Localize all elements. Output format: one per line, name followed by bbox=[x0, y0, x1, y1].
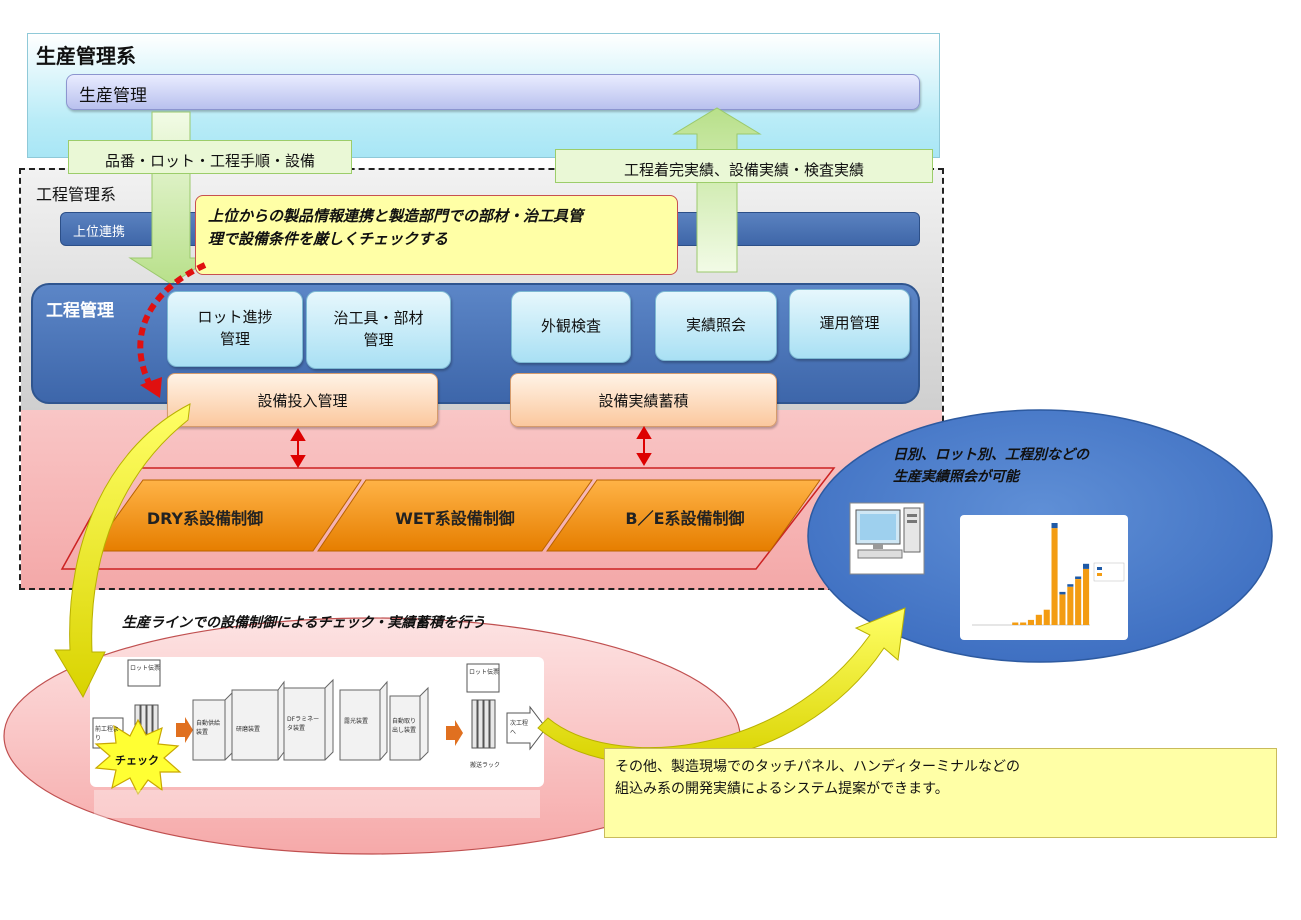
chart-bar bbox=[1075, 579, 1082, 625]
machine-label-1: 研磨装置 bbox=[236, 726, 261, 733]
module-operation-management: 運用管理 bbox=[789, 289, 910, 359]
process-management-title: 工程管理 bbox=[46, 301, 114, 321]
rack-label: 搬送ラック bbox=[470, 762, 501, 769]
flow-label-down: 品番・ロット・工程手順・設備 bbox=[68, 140, 352, 174]
chart-bar bbox=[1051, 523, 1058, 529]
yellow-arrow-up bbox=[537, 607, 906, 766]
chart-bar bbox=[1051, 528, 1058, 625]
dotted-check-arrow bbox=[137, 262, 207, 387]
check-label: チェック bbox=[115, 754, 159, 767]
lot-slip-left bbox=[127, 659, 161, 687]
yellow-arrow-down bbox=[54, 403, 191, 699]
feed-arrow-right bbox=[446, 720, 463, 746]
chart-bar bbox=[1035, 614, 1042, 625]
machine-label-0: 自動供給装置 bbox=[196, 720, 221, 736]
module-visual-inspection: 外観検査 bbox=[511, 291, 631, 363]
check-star bbox=[94, 718, 182, 796]
chart-bar bbox=[1059, 591, 1066, 595]
up-arrow bbox=[672, 107, 762, 273]
sub-equipment-input: 設備投入管理 bbox=[167, 373, 438, 427]
process-system-title: 工程管理系 bbox=[36, 185, 117, 204]
chart-bar bbox=[1083, 563, 1090, 569]
dry-control-label: DRY系設備制御 bbox=[146, 509, 264, 528]
flow-label-up: 工程着完実績、設備実績・検査実績 bbox=[555, 149, 933, 183]
prev-process-label: 前工程より bbox=[95, 726, 120, 742]
chart-bar bbox=[1043, 609, 1050, 625]
machine-label-4: 自動取り出し装置 bbox=[392, 718, 417, 734]
chart-bar bbox=[1067, 586, 1074, 626]
sub-equipment-results: 設備実績蓄積 bbox=[510, 373, 777, 427]
note-box: その他、製造現場でのタッチパネル、ハンディターミナルなどの 組込み系の開発実績に… bbox=[604, 748, 1277, 838]
rack-right bbox=[471, 699, 496, 749]
dotted-arrow-head bbox=[140, 377, 162, 398]
chart-bar bbox=[1020, 622, 1027, 625]
production-system-title: 生産管理系 bbox=[36, 44, 136, 68]
callout-box: 上位からの製品情報連携と製造部門での部材・治工具管 理で設備条件を厳しくチェック… bbox=[195, 195, 678, 275]
module-results-inquiry: 実績照会 bbox=[655, 291, 777, 361]
lot-slip-right bbox=[466, 663, 500, 693]
process-system-boundary bbox=[19, 168, 944, 590]
legend-swatch-1 bbox=[1097, 567, 1102, 570]
production-management-bar: 生産管理 bbox=[66, 74, 920, 110]
be-control-label: B／E系設備制御 bbox=[625, 509, 745, 528]
next-process-label: 次工程へ bbox=[510, 720, 529, 736]
chart-bar bbox=[1083, 568, 1090, 625]
pink-oval-text: 生産ラインでの設備制御によるチェック・実績蓄積を行う bbox=[122, 615, 486, 631]
machine-label-3: 露光装置 bbox=[344, 718, 369, 725]
next-process-arrow bbox=[506, 705, 547, 751]
module-lot-progress: ロット進捗管理 bbox=[167, 291, 303, 367]
blue-oval-text: 日別、ロット別、工程別などの 生産実績照会が可能 bbox=[893, 447, 1089, 485]
wet-control-shape bbox=[317, 479, 593, 552]
module-tool-material: 治工具・部材管理 bbox=[306, 291, 451, 369]
machines bbox=[192, 678, 429, 761]
chart-bar bbox=[1027, 619, 1034, 625]
double-arrow-left bbox=[290, 428, 306, 468]
feed-arrow-left bbox=[176, 717, 193, 743]
legend-swatch-2 bbox=[1097, 573, 1102, 576]
equipment-frame bbox=[60, 467, 836, 570]
chart-bar bbox=[1067, 584, 1074, 587]
be-control-shape bbox=[546, 479, 821, 552]
machine-label-2: DFラミネータ装置 bbox=[287, 716, 320, 732]
chart-bar bbox=[1059, 594, 1066, 625]
wet-control-label: WET系設備制御 bbox=[395, 509, 515, 528]
lot-slip-left-label: ロット伝票 bbox=[130, 665, 161, 672]
chart-bar bbox=[1012, 622, 1019, 625]
chart-bar bbox=[1075, 576, 1082, 579]
lot-slip-right-label: ロット伝票 bbox=[469, 669, 500, 676]
results-bar-chart bbox=[960, 515, 1128, 640]
double-arrow-right bbox=[636, 426, 652, 466]
